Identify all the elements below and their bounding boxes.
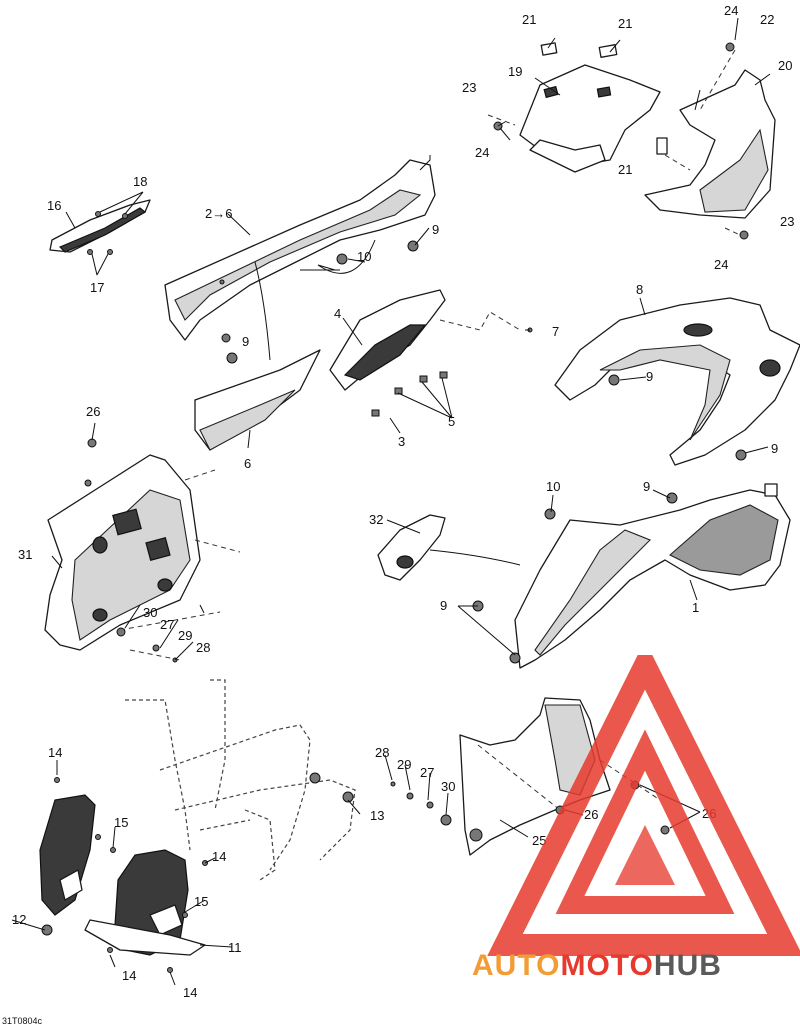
callout-22: 22 <box>760 12 774 27</box>
part-20-bracket <box>644 69 776 219</box>
callout-9: 9 <box>242 334 249 349</box>
part-4-bracket <box>329 289 521 391</box>
callout-30: 30 <box>143 605 157 620</box>
callout-4: 4 <box>334 306 341 321</box>
callout-21: 21 <box>522 12 536 27</box>
callout-12: 12 <box>12 912 26 927</box>
part-11-cover <box>39 794 206 956</box>
callout-17: 17 <box>90 280 104 295</box>
callout-26: 26 <box>86 404 100 419</box>
figure-reference: 31T0804c <box>2 1016 43 1026</box>
callout-18: 18 <box>133 174 147 189</box>
callout-13: 13 <box>370 808 384 823</box>
callout-10: 10 <box>357 249 371 264</box>
part-8-fender <box>554 297 800 466</box>
callout-30: 30 <box>441 779 455 794</box>
callout-9: 9 <box>771 441 778 456</box>
part-32-bracket <box>377 514 521 581</box>
callout-9: 9 <box>643 479 650 494</box>
callout-24: 24 <box>475 145 489 160</box>
callout-27: 27 <box>160 617 174 632</box>
callout-23: 23 <box>780 214 794 229</box>
callout-2-to-6: 2→6 <box>205 206 232 221</box>
callout-6: 6 <box>244 456 251 471</box>
part-2-side-panel <box>164 159 436 361</box>
callout-27: 27 <box>420 765 434 780</box>
callout-8: 8 <box>636 282 643 297</box>
callout-15: 15 <box>194 894 208 909</box>
part-19-bracket <box>519 64 661 173</box>
callout-14: 14 <box>212 849 226 864</box>
callout-7: 7 <box>552 324 559 339</box>
callout-9: 9 <box>432 222 439 237</box>
callout-5: 5 <box>448 414 455 429</box>
callout-14: 14 <box>183 985 197 1000</box>
part-5-fasteners <box>371 371 448 417</box>
part-6-panel <box>194 349 321 451</box>
part-16-trim <box>49 199 151 255</box>
callout-29: 29 <box>397 757 411 772</box>
callout-28: 28 <box>196 640 210 655</box>
part-1-fender <box>514 483 791 669</box>
callout-31: 31 <box>18 547 32 562</box>
callout-24: 24 <box>724 3 738 18</box>
part-31-side-panel <box>44 454 241 661</box>
chassis-frame-outline <box>125 679 356 881</box>
callout-9: 9 <box>440 598 447 613</box>
callout-1: 1 <box>692 600 699 615</box>
callout-28: 28 <box>375 745 389 760</box>
callout-21: 21 <box>618 16 632 31</box>
triangle-logo-icon <box>487 655 800 956</box>
callout-23: 23 <box>462 80 476 95</box>
callout-32: 32 <box>369 512 383 527</box>
callout-19: 19 <box>508 64 522 79</box>
callout-14: 14 <box>48 745 62 760</box>
callout-14: 14 <box>122 968 136 983</box>
callout-20: 20 <box>778 58 792 73</box>
automotohub-watermark: AUTOMOTOHUB <box>472 655 800 982</box>
callout-15: 15 <box>114 815 128 830</box>
hardware-small <box>41 42 749 973</box>
callout-labels: 21 21 24 22 20 19 23 24 21 23 24 18 16 1… <box>2 3 794 1026</box>
leader-lines <box>11 17 771 986</box>
callout-10: 10 <box>546 479 560 494</box>
part-21-pads <box>540 42 668 155</box>
callout-16: 16 <box>47 198 61 213</box>
watermark-word-moto: MOTO <box>560 949 653 982</box>
callout-21: 21 <box>618 162 632 177</box>
callout-25: 25 <box>532 833 546 848</box>
callout-3: 3 <box>398 434 405 449</box>
callout-29: 29 <box>178 628 192 643</box>
callout-9: 9 <box>646 369 653 384</box>
svg-text:AUTOMOTOHUB: AUTOMOTOHUB <box>472 949 722 982</box>
callout-24: 24 <box>714 257 728 272</box>
watermark-word-hub: HUB <box>654 949 722 982</box>
callout-11: 11 <box>228 940 242 955</box>
callout-26: 26 <box>584 807 598 822</box>
watermark-word-auto: AUTO <box>472 949 560 982</box>
